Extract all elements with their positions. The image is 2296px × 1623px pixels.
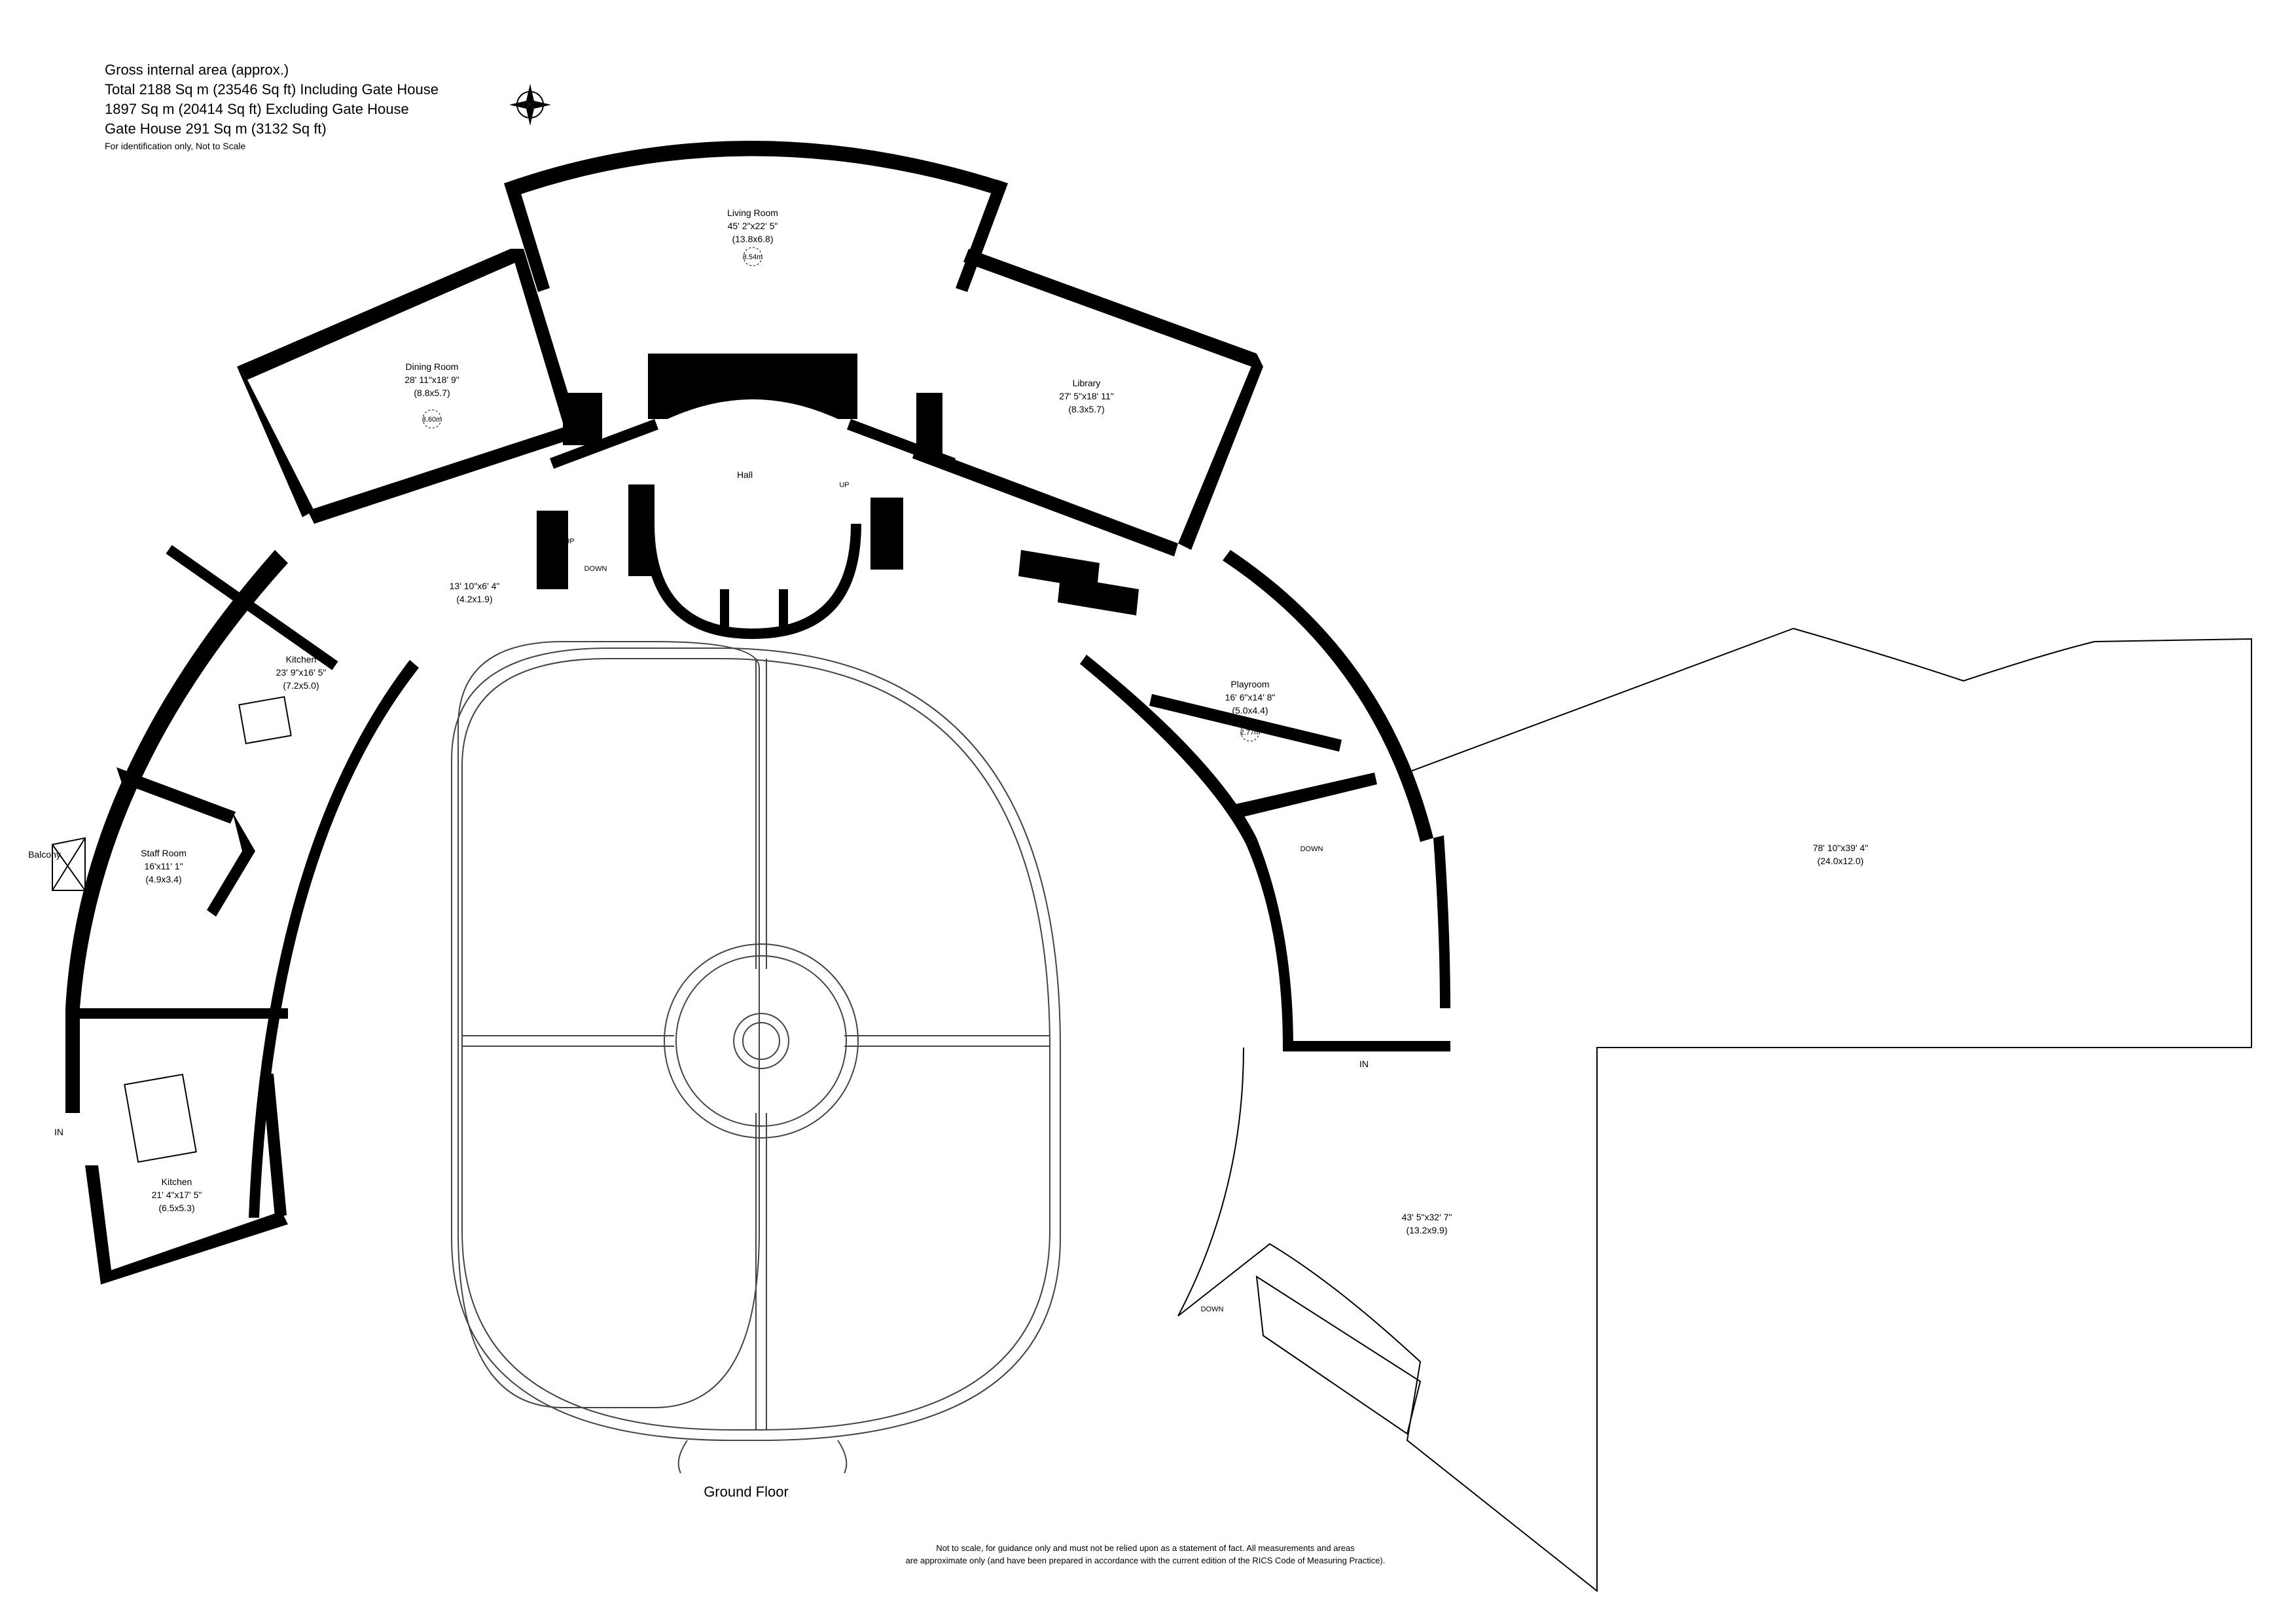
area-gate-house: Gate House 291 Sq m (3132 Sq ft): [105, 120, 327, 137]
room-dims: 21' 4"x17' 5": [152, 1190, 202, 1200]
outdoor-area-large: 78' 10"x39' 4" (24.0x12.0): [1813, 843, 1869, 866]
room-dims: 13' 10"x6' 4": [450, 581, 500, 591]
outdoor-area-mid: 43' 5"x32' 7" (13.2x9.9) DOWN: [1201, 1212, 1452, 1313]
stair-down-label: DOWN: [1300, 845, 1323, 853]
area-metric: (13.2x9.9): [1406, 1225, 1447, 1235]
compass-rose-icon: [509, 84, 551, 126]
room-name: Kitchen: [286, 654, 317, 665]
outdoor-boundaries: [1177, 627, 2252, 1593]
disclaimer-line-1: Not to scale, for guidance only and must…: [936, 1543, 1355, 1553]
room-name: Kitchen: [162, 1176, 192, 1187]
room-metric: (7.2x5.0): [283, 680, 319, 691]
room-metric: (8.3x5.7): [1068, 404, 1104, 414]
room-dining: Dining Room 28' 11"x18' 9" (8.8x5.7) 3.6…: [404, 361, 459, 429]
room-utility: 13' 10"x6' 4" (4.2x1.9): [450, 581, 500, 604]
disclaimer-line-2: are approximate only (and have been prep…: [905, 1556, 1386, 1565]
entrance-label: IN: [265, 1078, 274, 1089]
room-dims: 45' 2"x22' 5": [728, 221, 778, 231]
stair-down-label: DOWN: [1201, 1305, 1224, 1313]
room-metric: (13.8x6.8): [732, 234, 773, 244]
entrance-label: IN: [54, 1127, 63, 1137]
room-metric: (5.0x4.4): [1232, 705, 1268, 716]
ceiling-height: 2.77m: [1240, 729, 1261, 737]
area-dims: 78' 10"x39' 4": [1813, 843, 1869, 853]
room-balcony: Balcony: [28, 837, 86, 891]
room-metric: (4.9x3.4): [145, 874, 181, 884]
room-metric: (8.8x5.7): [414, 388, 450, 398]
area-dims: 43' 5"x32' 7": [1402, 1212, 1452, 1222]
room-hall: Hall UP UP DOWN IN: [564, 469, 849, 637]
room-living: Living Room 45' 2"x22' 5" (13.8x6.8) 3.5…: [727, 208, 778, 266]
ceiling-height: 3.60m: [422, 416, 442, 424]
floor-name: Ground Floor: [704, 1484, 789, 1500]
identification-note: For identification only, Not to Scale: [105, 141, 246, 151]
room-name: Dining Room: [406, 361, 459, 372]
room-dims: 16' 6"x14' 8": [1225, 692, 1276, 702]
room-name: Library: [1073, 378, 1101, 388]
room-library: Library 27' 5"x18' 11" (8.3x5.7): [1059, 378, 1114, 414]
room-metric: (6.5x5.3): [158, 1203, 194, 1213]
courtyard-garden: [451, 641, 1061, 1474]
room-dims: 27' 5"x18' 11": [1059, 391, 1114, 401]
area-summary: Gross internal area (approx.) Total 2188…: [105, 60, 439, 153]
entrance-label: IN: [1359, 1059, 1369, 1069]
room-name: Playroom: [1230, 679, 1269, 689]
stair-up-label: UP: [564, 538, 574, 545]
room-dims: 28' 11"x18' 9": [404, 374, 459, 385]
room-dims: 23' 9"x16' 5": [276, 667, 327, 678]
area-total-including: Total 2188 Sq m (23546 Sq ft) Including …: [105, 81, 439, 98]
ceiling-height: 3.54m: [743, 253, 763, 261]
stair-down-label: DOWN: [584, 565, 607, 573]
building-walls: [65, 141, 1450, 1285]
room-name: Living Room: [727, 208, 778, 218]
room-kitchen-main: Kitchen 23' 9"x16' 5" (7.2x5.0): [238, 654, 327, 744]
room-name: Staff Room: [141, 848, 187, 858]
area-metric: (24.0x12.0): [1818, 856, 1864, 866]
room-name: Balcony: [28, 849, 61, 860]
area-title: Gross internal area (approx.): [105, 62, 289, 78]
entrance-label: IN: [748, 627, 757, 637]
room-staff: Staff Room 16'x11' 1" (4.9x3.4): [141, 848, 187, 884]
room-dims: 16'x11' 1": [144, 861, 183, 871]
room-playroom: Playroom 16' 6"x14' 8" (5.0x4.4) 2.77m D…: [1225, 679, 1369, 1069]
stair-up-label: UP: [839, 481, 849, 489]
room-metric: (4.2x1.9): [456, 594, 492, 604]
disclaimer: Not to scale, for guidance only and must…: [851, 1542, 1440, 1567]
area-total-excluding: 1897 Sq m (20414 Sq ft) Excluding Gate H…: [105, 101, 409, 117]
room-name: Hall: [737, 469, 753, 480]
room-kitchen-lower: Kitchen 21' 4"x17' 5" (6.5x5.3) IN IN: [54, 1073, 274, 1213]
